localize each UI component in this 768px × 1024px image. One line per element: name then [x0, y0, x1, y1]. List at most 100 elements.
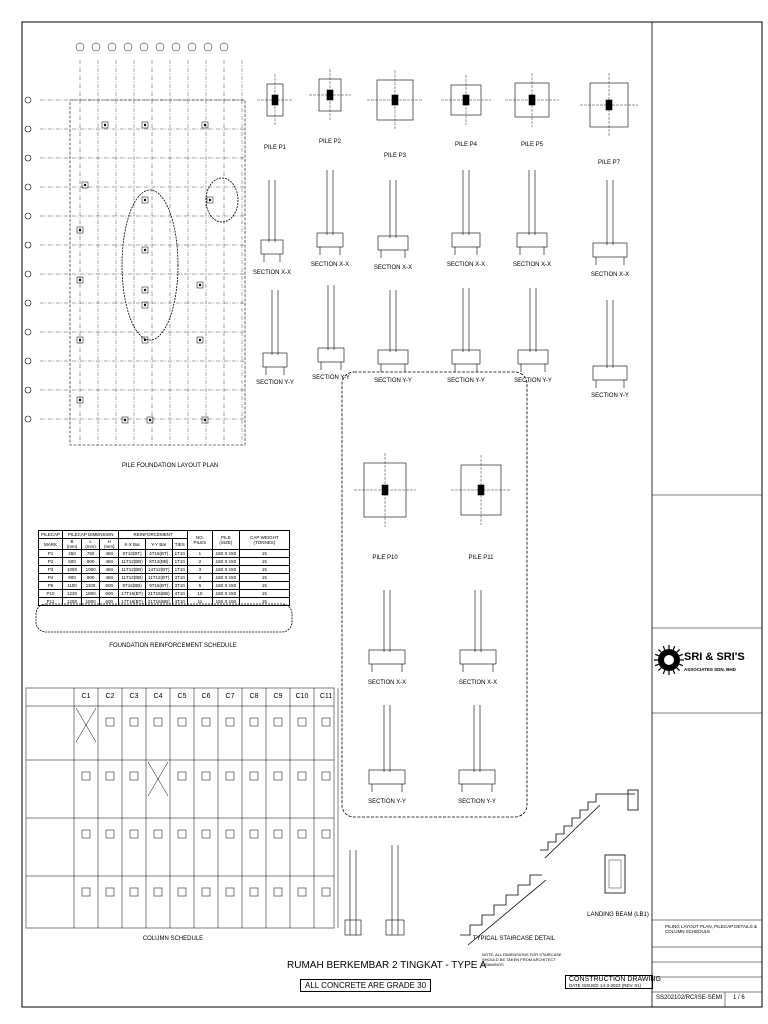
section-label: SECTION X-X: [367, 680, 407, 686]
pile-layout-plan: [69, 42, 246, 446]
schedule-cell: 500: [62, 557, 82, 566]
column-mark: C1: [81, 693, 91, 700]
schedule-cell: 9T12(BT): [118, 549, 146, 558]
schedule-cell: P10: [37, 589, 64, 598]
construction-drawing-stamp: CONSTRUCTION DRAWING DATE ISSUED 14-3-20…: [565, 975, 661, 989]
column-mark: C7: [225, 693, 235, 700]
schedule-cell: 5: [186, 581, 213, 590]
schedule-cell: 150 X 150: [211, 597, 240, 606]
schedule-cell: 600: [99, 597, 120, 606]
schedule-cell: 9T16(BT): [144, 581, 173, 590]
schedule-cell: 4: [186, 573, 213, 582]
schedule-cell: 15: [238, 597, 291, 606]
schedule-cell: P2: [37, 557, 64, 566]
layout-plan-title: PILE FOUNDATION LAYOUT PLAN: [121, 463, 219, 469]
schedule-header: B (mm): [62, 538, 82, 550]
schedule-header: X-X Bar: [118, 538, 146, 550]
schedule-cell: 900: [80, 573, 101, 582]
column-schedule-title: COLUMN SCHEDULE: [142, 936, 204, 942]
date-issued-label: DATE ISSUED: [569, 983, 599, 988]
column-mark: C3: [129, 693, 139, 700]
schedule-cell: 150 X 150: [211, 557, 240, 566]
schedule-cell: 21T16(BB): [144, 589, 173, 598]
foundation-schedule-table: PILECAP PILECAP DIMENSION REINFORCEMENT …: [37, 530, 291, 606]
schedule-cell: 1: [186, 549, 213, 558]
section-label: SECTION X-X: [458, 680, 498, 686]
schedule-cell: 14T12(BT): [144, 565, 173, 574]
section-label: SECTION Y-Y: [591, 393, 629, 399]
section-label: SECTION Y-Y: [368, 799, 406, 805]
schedule-group-header: PILECAP DIMENSION: [62, 530, 120, 539]
schedule-cell: 17T16(BT): [118, 597, 146, 606]
schedule-cell: 450: [62, 549, 82, 558]
pile-label: PILE P4: [454, 142, 478, 148]
schedule-cell: 1100: [80, 581, 101, 590]
schedule-header: MARK: [37, 538, 64, 550]
column-mark: C10: [295, 693, 309, 700]
column-mark: C6: [201, 693, 211, 700]
schedule-cell: P4: [37, 573, 64, 582]
column-mark: C11: [319, 693, 333, 700]
schedule-cell: 150 X 150: [211, 589, 240, 598]
schedule-cell: 11T12(BB): [118, 565, 146, 574]
column-mark: C4: [153, 693, 163, 700]
schedule-cell: 900: [80, 557, 101, 566]
schedule-cell: 3T10: [171, 573, 188, 582]
section-label: SECTION X-X: [446, 262, 486, 268]
schedule-cell: 15: [238, 557, 291, 566]
schedule-cell: 150 X 150: [211, 549, 240, 558]
pile-label: PILE P10: [372, 555, 398, 561]
firm-name: SRI & SRI'S: [684, 651, 745, 663]
schedule-cell: 9T16(BB): [118, 581, 146, 590]
schedule-cell: 1800: [80, 589, 101, 598]
drawing-number: SS202102/RC/ISE-SEMI: [656, 995, 723, 1001]
schedule-cell: 450: [99, 565, 120, 574]
schedule-cell: 450: [99, 573, 120, 582]
schedule-group-header: REINFORCEMENT: [118, 530, 188, 539]
firm-subtitle: ASSOCIATES SDN. BHD: [684, 667, 736, 672]
sheet-title: PILING LAYOUT PLAN, PILECAP DETAILS & CO…: [665, 924, 757, 934]
section-label: SECTION Y-Y: [458, 799, 496, 805]
schedule-cell: P5: [37, 581, 64, 590]
schedule-cell: 900: [62, 573, 82, 582]
schedule-cell: 8T12(BB): [144, 557, 173, 566]
schedule-header: L (mm): [80, 538, 101, 550]
section-label: SECTION X-X: [310, 262, 350, 268]
schedule-cell: 4T16(BT): [144, 549, 173, 558]
schedule-cell: 500: [99, 581, 120, 590]
section-label: SECTION Y-Y: [374, 378, 412, 384]
schedule-group-header: PILECAP: [37, 530, 64, 539]
staircase-note: NOTE: ALL DIMENSIONS FOR STAIRCASE SHOUL…: [482, 952, 562, 967]
schedule-cell: P1: [37, 549, 64, 558]
schedule-cell: 750: [80, 549, 101, 558]
schedule-cell: 11: [186, 597, 213, 606]
schedule-header: H (mm): [99, 538, 120, 550]
schedule-cell: 1T10: [171, 565, 188, 574]
schedule-group-header: CAP WEIGHT (TONNES): [238, 530, 291, 550]
firm-logo-icon: [654, 645, 684, 675]
schedule-cell: 1100: [62, 581, 82, 590]
pile-label: PILE P1: [263, 145, 287, 151]
schedule-cell: 15: [238, 581, 291, 590]
section-label: SECTION Y-Y: [312, 375, 350, 381]
date-issued-value: 14-3-2023 (REV. 01): [599, 983, 642, 988]
pile-label: PILE P11: [468, 555, 494, 561]
schedule-cell: P11: [37, 597, 64, 606]
construction-label: CONSTRUCTION DRAWING: [569, 976, 661, 983]
schedule-cell: 4T10: [171, 589, 188, 598]
schedule-cell: 21T16(BB): [144, 597, 173, 606]
staircase-title: TYPICAL STAIRCASE DETAIL: [472, 936, 556, 942]
schedule-header: Y-Y Bar: [144, 538, 173, 550]
project-title: RUMAH BERKEMBAR 2 TINGKAT - TYPE A: [287, 960, 487, 971]
schedule-cell: 15: [238, 549, 291, 558]
section-label: SECTION X-X: [373, 265, 413, 271]
schedule-cell: 450: [99, 557, 120, 566]
sheet-number: 1 / 6: [733, 995, 745, 1001]
schedule-cell: 2: [186, 557, 213, 566]
